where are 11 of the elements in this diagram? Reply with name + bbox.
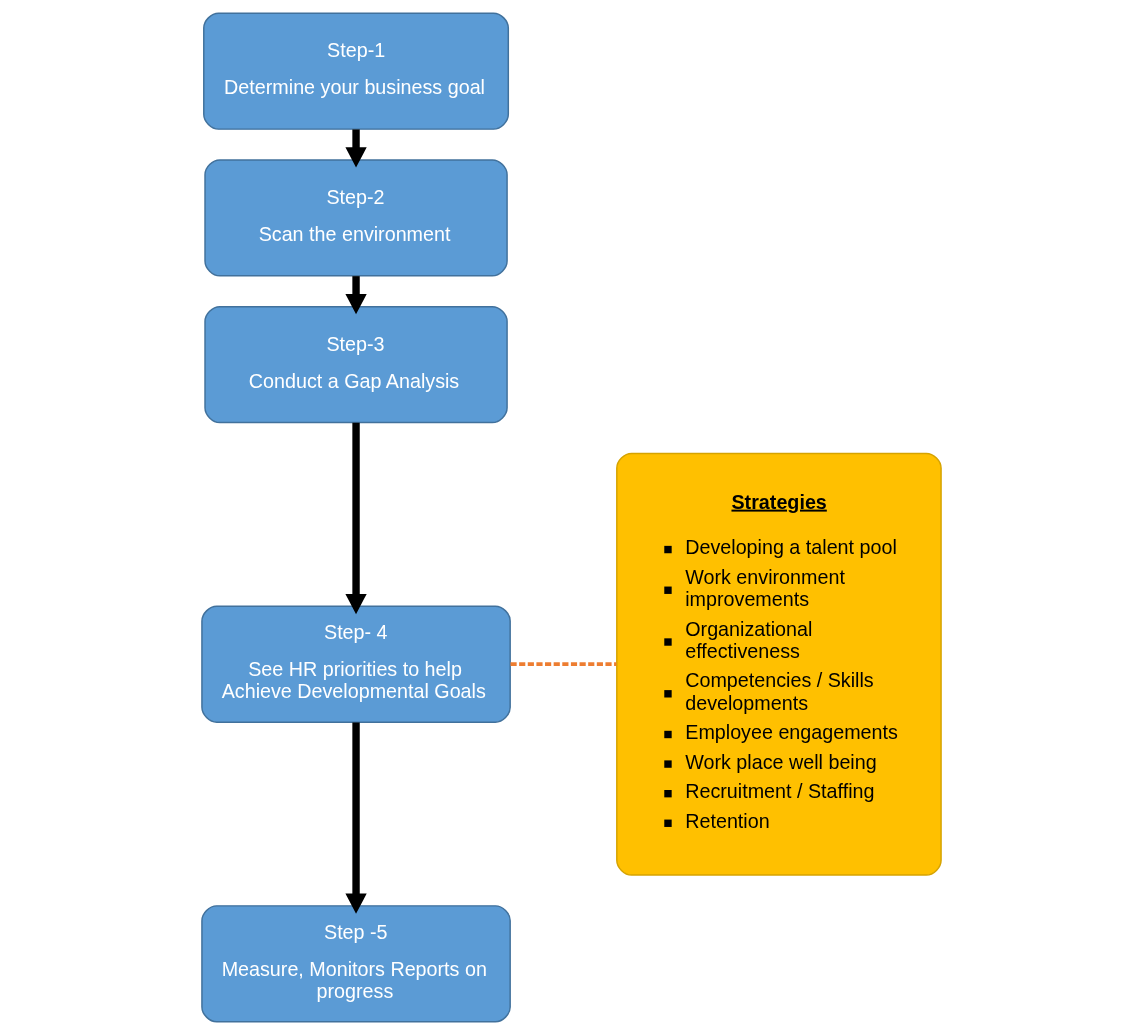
arrow: [344, 722, 367, 914]
node-box: Step-2 Scan the environment: [203, 159, 508, 277]
arrow: [344, 129, 367, 168]
node-box: Step-3 Conduct a Gap Analysis: [203, 305, 508, 424]
arrow: [344, 422, 367, 615]
node-box: Step-1 Determine your business goal: [202, 12, 509, 130]
connector: [510, 662, 616, 667]
arrow: [344, 276, 367, 315]
node-box: Strategies Developing a talent pool Work environment improvements Organizational effectiveness Competencies / Skills developments Employee engagements Work place well being Recruitment / Staffing Retention: [615, 452, 942, 876]
node-box: Step- 4 See HR priorities to help Achieve Developmental Goals: [200, 605, 511, 723]
node-box: Step -5 Measure, Monitors Reports on progress: [200, 905, 511, 1023]
